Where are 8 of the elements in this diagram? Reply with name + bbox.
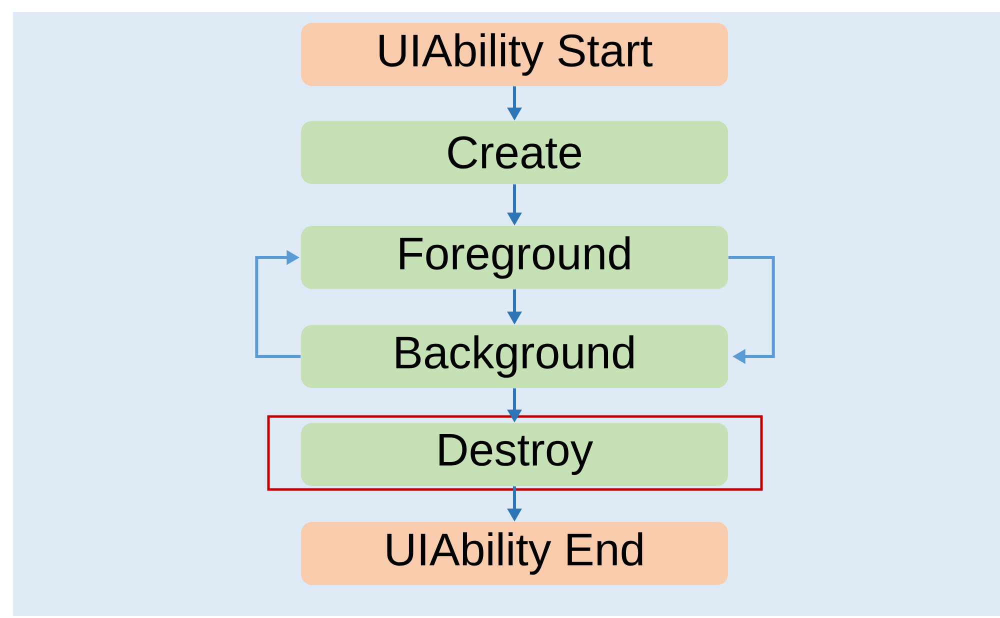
state-box: Foreground xyxy=(301,226,728,289)
terminal-box: UIAbility End xyxy=(301,522,728,585)
arrow xyxy=(255,250,301,358)
arrow xyxy=(728,256,775,364)
state-box: Background xyxy=(301,325,728,388)
state-box: Create xyxy=(301,121,728,184)
state-box: Destroy xyxy=(301,423,728,486)
terminal-box: UIAbility Start xyxy=(301,23,728,86)
